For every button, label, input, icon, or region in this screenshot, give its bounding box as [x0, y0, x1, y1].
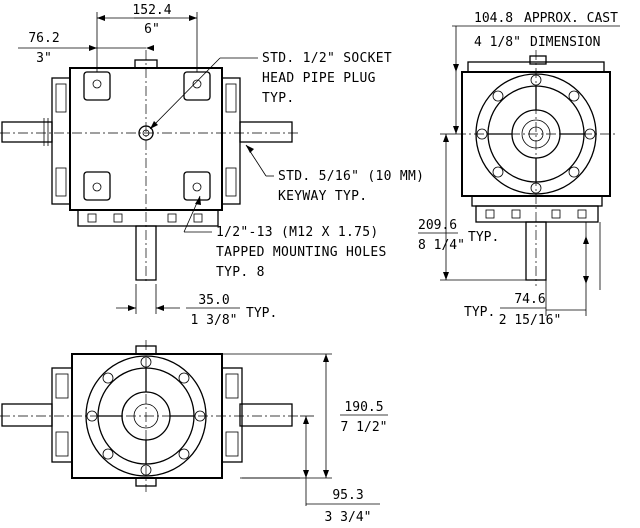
dim-209-6: 209.6 8 1/4" TYP.	[418, 133, 526, 281]
dim-190-mm: 190.5	[344, 400, 383, 415]
top-view	[0, 50, 300, 284]
dim-152-in: 6"	[144, 22, 160, 37]
dim-104-8: 104.8 APPROX. CAST 4 1/8" DIMENSION	[452, 11, 620, 134]
dim-104-note: APPROX. CAST	[524, 11, 618, 26]
dim-104-mm: 104.8	[474, 11, 513, 26]
dim-74-in: 2 15/16"	[499, 313, 562, 328]
dim-35-mm: 35.0	[198, 293, 229, 308]
front-view	[0, 340, 300, 492]
pipe-plug-line1: STD. 1/2" SOCKET	[262, 51, 392, 66]
dim-95-mm: 95.3	[332, 488, 363, 503]
pipe-plug-line2: HEAD PIPE PLUG	[262, 71, 376, 86]
dim-76-in: 3"	[36, 51, 52, 66]
pipe-plug-note: STD. 1/2" SOCKET HEAD PIPE PLUG TYP.	[149, 51, 392, 130]
dim-152-4: 152.4 6"	[96, 3, 198, 72]
dim-35-in: 1 3/8"	[191, 313, 238, 328]
side-view	[456, 50, 616, 286]
dim-95-3: 95.3 3 3/4"	[242, 415, 380, 525]
pipe-plug-line3: TYP.	[262, 91, 295, 106]
dim-209-typ: TYP.	[468, 230, 499, 245]
dim-104-note2: DIMENSION	[530, 35, 600, 50]
mounting-line2: TAPPED MOUNTING HOLES	[216, 245, 387, 260]
dim-209-mm: 209.6	[418, 218, 457, 233]
dim-190-in: 7 1/2"	[341, 420, 388, 435]
keyway-line1: STD. 5/16" (10 MM)	[278, 169, 424, 184]
dim-74-6: TYP. 74.6 2 15/16"	[464, 222, 601, 328]
dim-74-mm: 74.6	[514, 292, 545, 307]
dim-152-mm: 152.4	[132, 3, 171, 18]
dim-95-in: 3 3/4"	[325, 510, 372, 525]
mounting-line1: 1/2"-13 (M12 X 1.75)	[216, 225, 379, 240]
dim-76-2: 76.2 3"	[18, 31, 154, 66]
dim-104-in: 4 1/8"	[474, 35, 521, 50]
dim-76-mm: 76.2	[28, 31, 59, 46]
dim-74-typ: TYP.	[464, 305, 495, 320]
keyway-note: STD. 5/16" (10 MM) KEYWAY TYP.	[245, 144, 424, 204]
dim-209-in: 8 1/4"	[418, 238, 465, 253]
mounting-line3: TYP. 8	[216, 265, 265, 280]
mounting-note: 1/2"-13 (M12 X 1.75) TAPPED MOUNTING HOL…	[183, 195, 387, 280]
keyway-line2: KEYWAY TYP.	[278, 189, 367, 204]
dim-35-0: 35.0 1 3/8" TYP.	[116, 284, 277, 328]
dim-35-typ: TYP.	[246, 306, 277, 321]
dim-190-5: 190.5 7 1/2"	[222, 353, 388, 479]
